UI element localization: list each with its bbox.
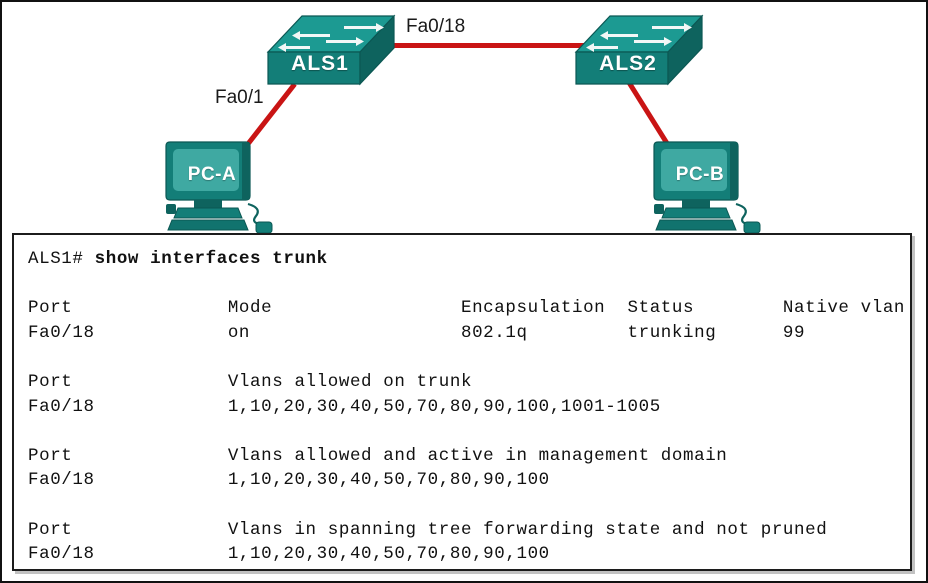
cli-command: show interfaces trunk (94, 249, 328, 269)
cli-output-line: Port Vlans allowed on trunk (28, 371, 473, 392)
cli-output-line: Port Vlans in spanning tree forwarding s… (28, 519, 828, 540)
label-fa0-1: Fa0/1 (215, 87, 264, 108)
cli-output-line: Fa0/18 1,10,20,30,40,50,70,80,90,100 (28, 544, 550, 565)
switch-icon (266, 14, 396, 86)
link-als1-als2 (387, 43, 602, 48)
label-fa0-18: Fa0/18 (406, 16, 466, 37)
cli-output-line: Fa0/18 on 802.1q trunking 99 (28, 322, 806, 343)
cli-output-line: Fa0/18 1,10,20,30,40,50,70,80,90,100 (28, 470, 550, 491)
cli-prompt: ALS1# (28, 249, 95, 269)
device-pc-a[interactable]: PC-A (164, 138, 276, 234)
switch-icon (574, 14, 704, 86)
cli-output-line: Fa0/18 1,10,20,30,40,50,70,80,90,100,100… (28, 396, 661, 417)
cli-output-line (28, 493, 910, 518)
cli-output-line: Port Vlans allowed and active in managem… (28, 445, 728, 466)
computer-icon (165, 141, 273, 234)
cli-output-line (28, 272, 910, 297)
cli-output-line (28, 419, 910, 444)
device-switch-als1[interactable]: ALS1 (264, 14, 398, 92)
cli-output-line (28, 345, 910, 370)
network-topology-diagram: Fa0/18 Fa0/1 (2, 2, 926, 234)
cli-output-line: Port Mode Encapsulation Status Native vl… (28, 298, 906, 319)
computer-icon (653, 141, 761, 234)
cli-output-panel: ALS1# show interfaces trunk Port Mode En… (12, 233, 912, 571)
device-switch-als2[interactable]: ALS2 (572, 14, 706, 92)
device-pc-b[interactable]: PC-B (652, 138, 764, 234)
cli-command-line: ALS1# show interfaces trunk (28, 247, 910, 272)
